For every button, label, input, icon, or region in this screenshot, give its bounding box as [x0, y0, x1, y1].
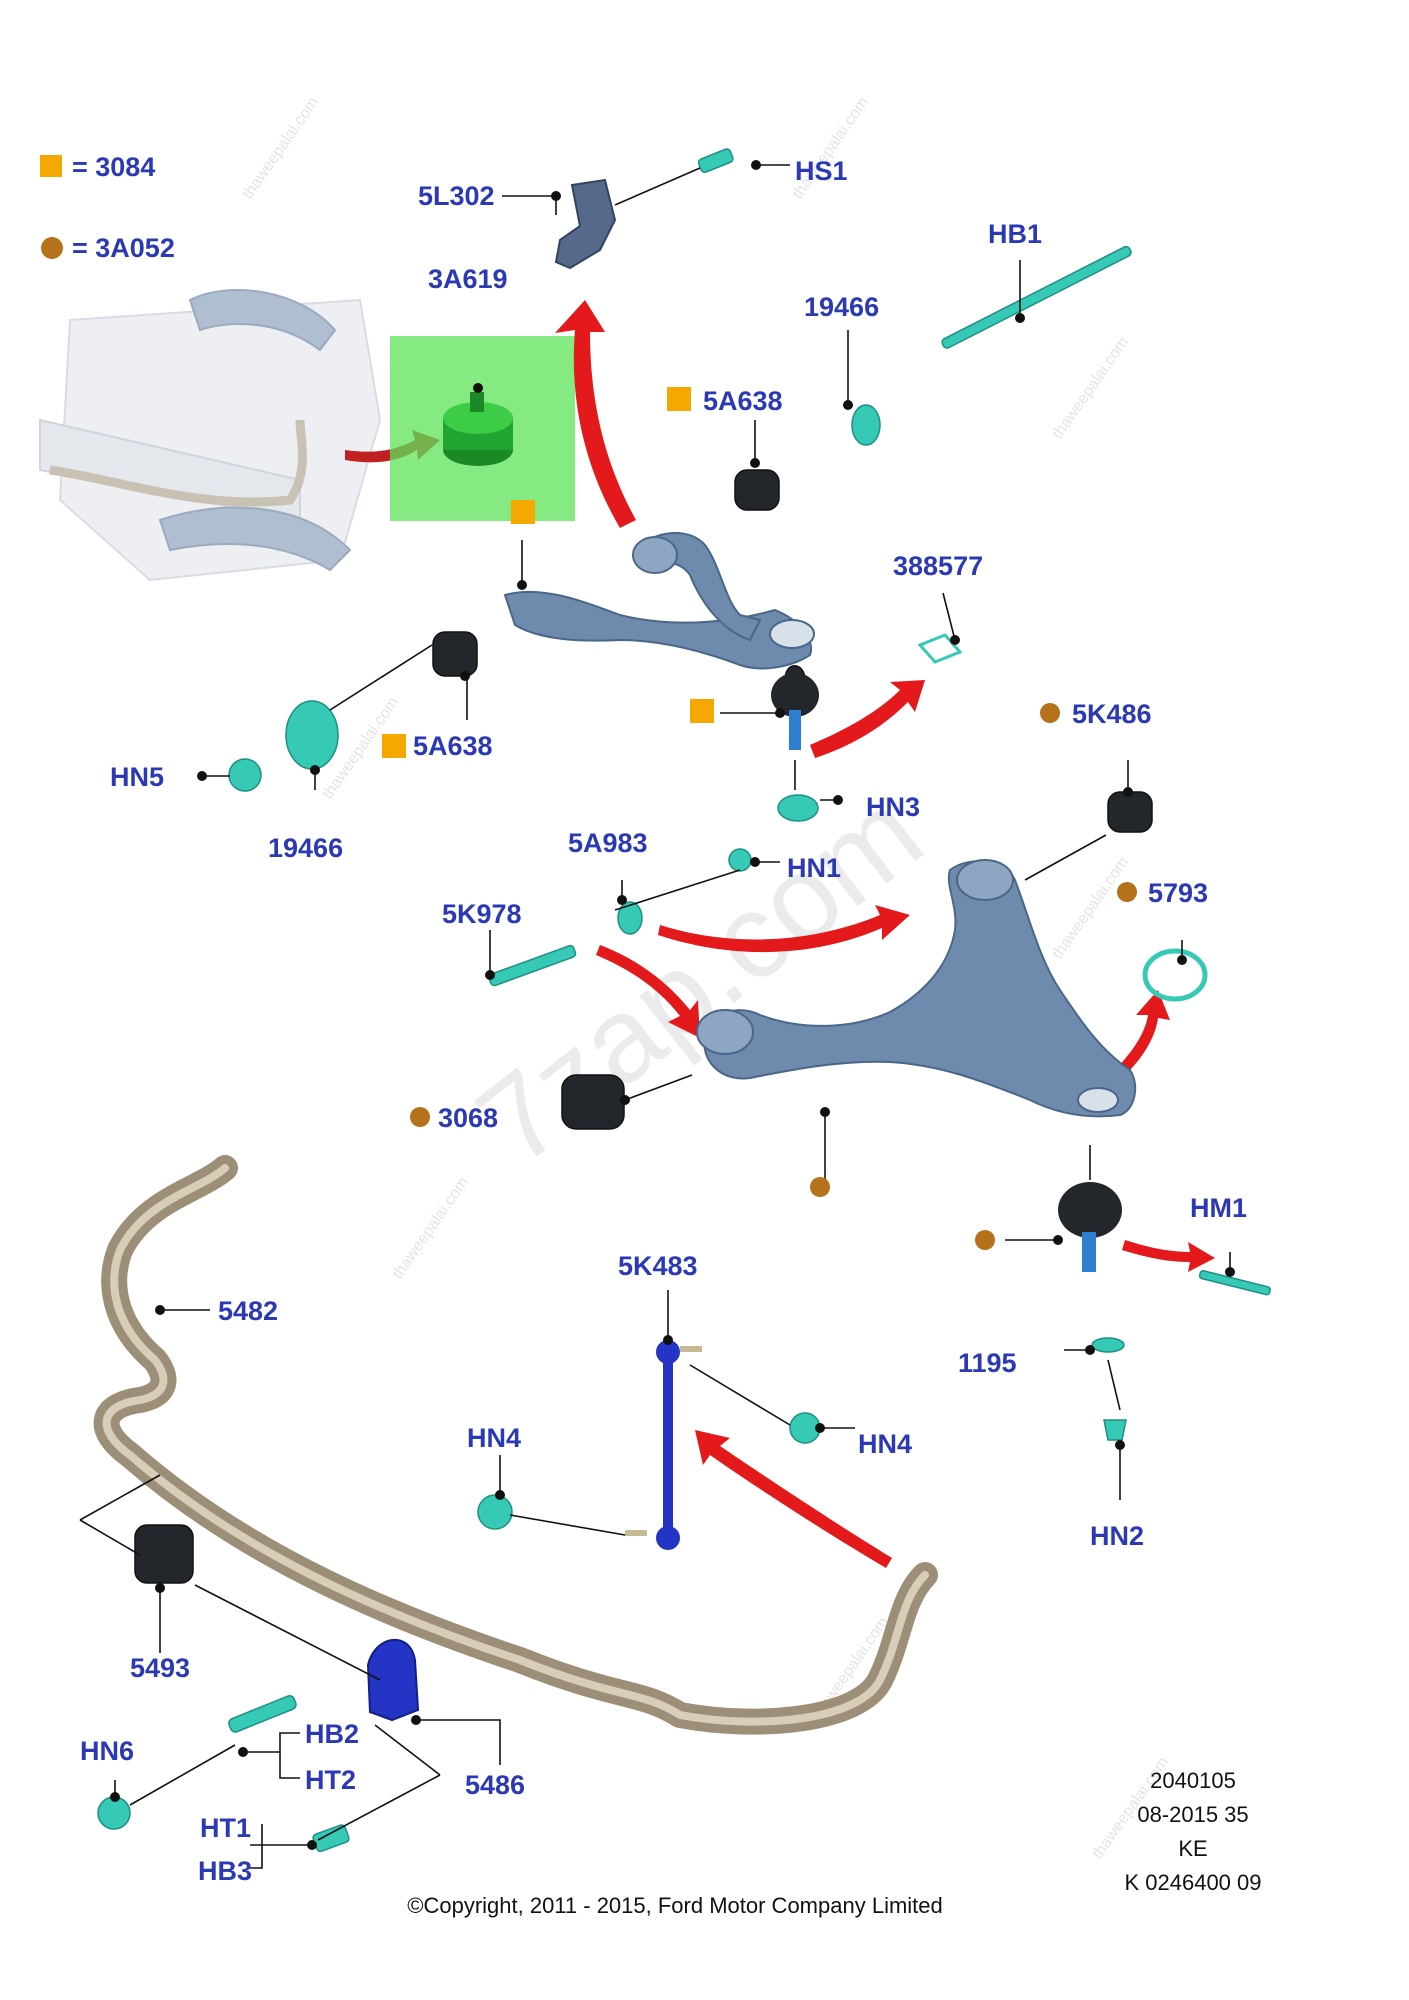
arrow-icon: [658, 905, 910, 953]
label-19466-top: 19466: [804, 292, 879, 322]
label-HT2: HT2: [305, 1765, 356, 1795]
marker-3084-square: [382, 734, 406, 758]
marker-3A052-circle: [410, 1107, 430, 1127]
label-3A619: 3A619: [428, 264, 508, 294]
upper-control-arm: [503, 532, 815, 670]
label-1195: 1195: [958, 1348, 1017, 1378]
label-HB1: HB1: [988, 219, 1042, 249]
arrow-icon: [1110, 990, 1170, 1082]
stabilizer-bar-5482: [93, 1155, 938, 1735]
label-HN4-right: HN4: [858, 1429, 912, 1459]
marker-3A052-circle: [1117, 882, 1137, 902]
label-388577: 388577: [893, 551, 983, 581]
arrow-icon: [555, 300, 636, 528]
ball-joints: [771, 673, 1122, 1272]
bump-stop-3A619: [443, 392, 513, 466]
drawing-info-block: 2040105 08-2015 35 KE K 0246400 09: [1124, 1768, 1261, 1895]
copyright-text: ©Copyright, 2011 - 2015, Ford Motor Comp…: [407, 1893, 943, 1918]
label-HT1: HT1: [200, 1813, 251, 1843]
label-3068: 3068: [438, 1103, 498, 1133]
overview-thumbnail: [39, 289, 382, 582]
label-5A638-bottom: 5A638: [413, 731, 493, 761]
label-5793: 5793: [1148, 878, 1208, 908]
info-line: 2040105: [1150, 1768, 1236, 1793]
legend: = 3084 = 3A052: [40, 152, 175, 263]
marker-3084-square: [690, 699, 714, 723]
watermark-text: thaweepalai.com: [239, 94, 322, 202]
watermark-text: thaweepalai.com: [789, 94, 872, 202]
stabilizer-link-5K483: [625, 1340, 702, 1550]
red-arrows: [555, 300, 1215, 1568]
part-markers: [382, 387, 1137, 1250]
label-HB3: HB3: [198, 1856, 252, 1886]
label-HN5: HN5: [110, 762, 164, 792]
marker-3084-square: [667, 387, 691, 411]
label-HN4-left: HN4: [467, 1423, 521, 1453]
label-HM1: HM1: [1190, 1193, 1247, 1223]
legend-square-icon: [40, 155, 62, 177]
label-HN1: HN1: [787, 853, 841, 883]
legend-circle-text: = 3A052: [72, 233, 175, 263]
label-HN2: HN2: [1090, 1521, 1144, 1551]
watermark-text: thaweepalai.com: [389, 1174, 472, 1282]
label-HN3: HN3: [866, 792, 920, 822]
label-5K978: 5K978: [442, 899, 522, 929]
legend-circle-icon: [41, 237, 63, 259]
bracket-5486: [366, 1639, 420, 1722]
label-5K486: 5K486: [1072, 699, 1152, 729]
label-HB2: HB2: [305, 1719, 359, 1749]
label-5482: 5482: [218, 1296, 278, 1326]
label-5A983: 5A983: [568, 828, 648, 858]
label-HS1: HS1: [795, 156, 848, 186]
lower-control-arm: [696, 859, 1137, 1118]
bolts: [228, 148, 1271, 1853]
leader-lines: [79, 164, 1231, 1869]
legend-square-text: = 3084: [72, 152, 155, 182]
washers-and-nuts: [97, 404, 1208, 1830]
big-watermark: 7zap.com: [454, 765, 946, 1191]
watermark-text: thaweepalai.com: [1049, 334, 1132, 442]
leader-dots: [110, 160, 1235, 1850]
watermark-text: thaweepalai.com: [1049, 854, 1132, 962]
shield-5L302: [554, 178, 617, 270]
arrow-icon: [1122, 1240, 1215, 1272]
marker-3A052-circle: [1040, 703, 1060, 723]
arrow-icon: [596, 945, 700, 1038]
label-5493: 5493: [130, 1653, 190, 1683]
marker-3A052-circle: [810, 1177, 830, 1197]
arrow-icon: [810, 680, 925, 758]
info-line: 08-2015 35: [1137, 1802, 1248, 1827]
marker-3A052-circle: [975, 1230, 995, 1250]
part-labels: 5L302 HS1 3A619 HB1 19466 5A638 388577 5…: [80, 156, 1247, 1886]
marker-3084-square: [511, 500, 535, 524]
label-5A638-top: 5A638: [703, 386, 783, 416]
arrow-icon: [695, 1430, 892, 1568]
label-19466-bottom: 19466: [268, 833, 343, 863]
bushings: [134, 469, 1153, 1584]
label-HN6: HN6: [80, 1736, 134, 1766]
label-5486: 5486: [465, 1770, 525, 1800]
info-line: K 0246400 09: [1124, 1870, 1261, 1895]
info-line: KE: [1178, 1836, 1207, 1861]
label-5K483: 5K483: [618, 1251, 698, 1281]
label-5L302: 5L302: [418, 181, 495, 211]
